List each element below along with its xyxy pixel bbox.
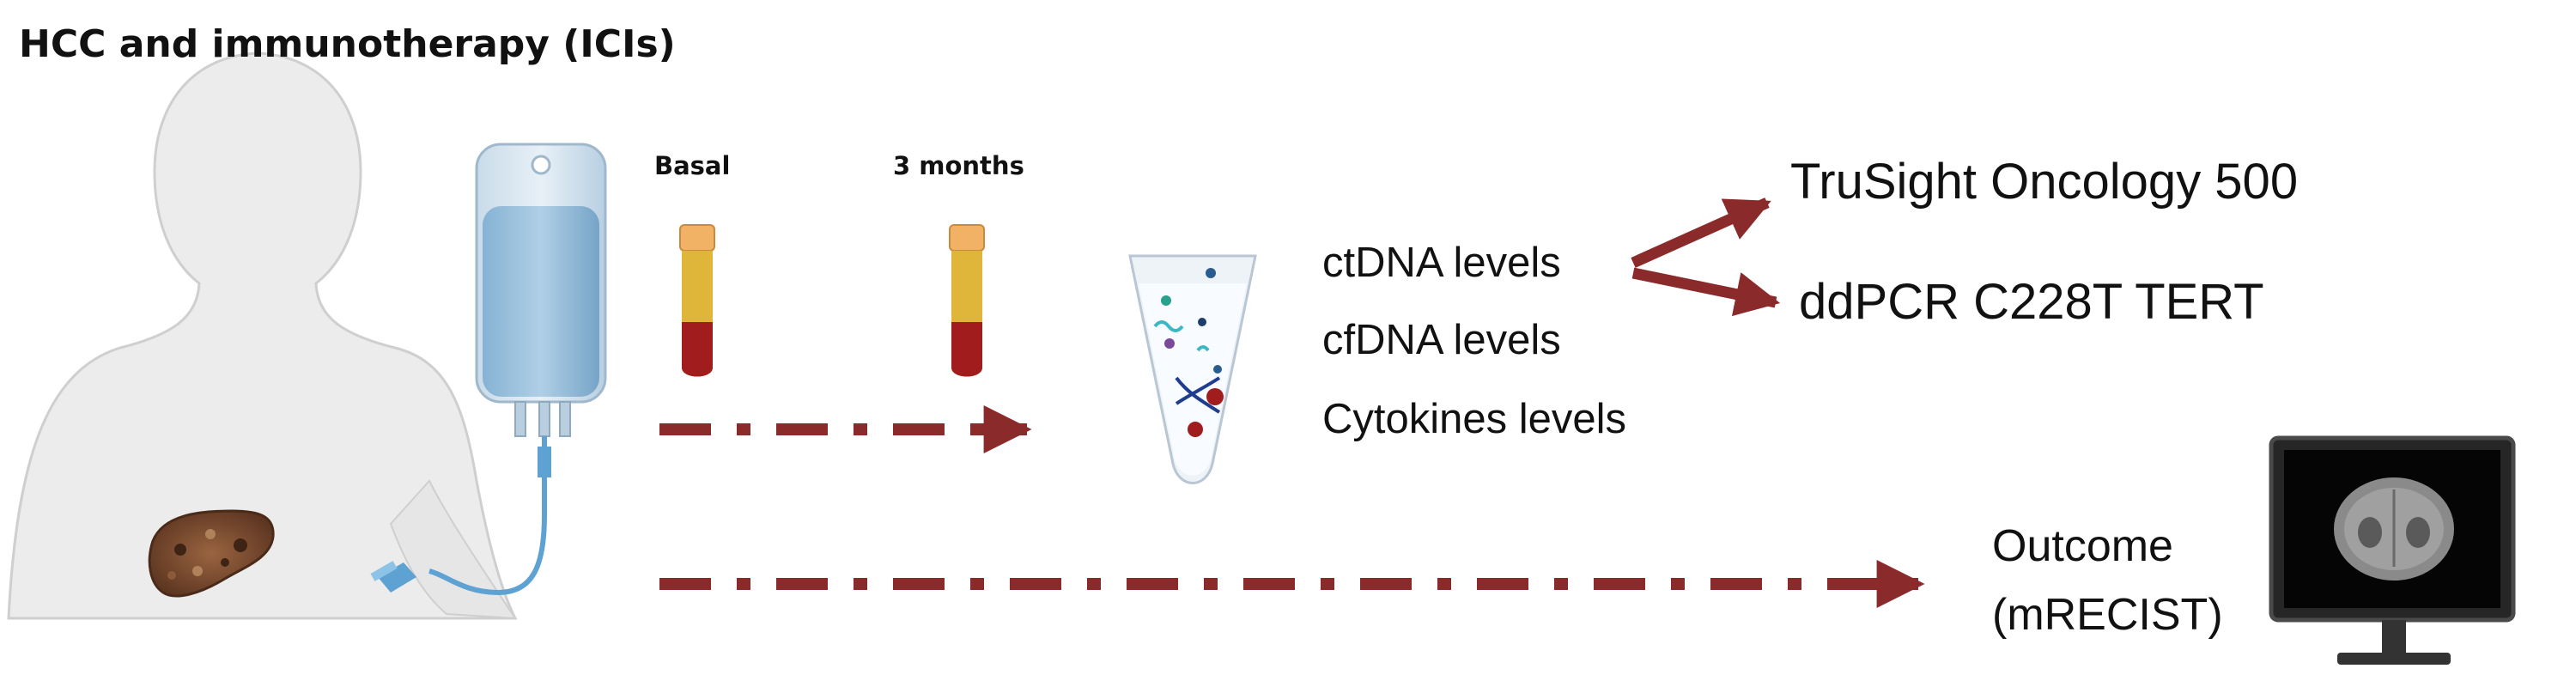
blood-tube-icon [679, 224, 715, 377]
diagram-title: HCC and immunotherapy (ICIs) [19, 22, 676, 66]
iv-bag-icon [370, 143, 607, 596]
microtube-icon [1128, 254, 1257, 484]
blood-tube-icon [949, 224, 985, 377]
timepoint-label-3-months: 3 months [893, 151, 1024, 180]
outcome-label: Outcome [1992, 521, 2173, 571]
timepoint-label-basal: Basal [654, 151, 731, 180]
measurement-cytokines: Cytokines levels [1322, 396, 1627, 442]
liver-icon [148, 509, 275, 598]
patient-figure [7, 52, 518, 620]
measurement-ctdna: ctDNA levels [1322, 240, 1561, 286]
assay-ddpcr: ddPCR C228T TERT [1799, 274, 2264, 330]
arrow-to-trusight [1631, 198, 1771, 268]
monitor-icon [2269, 435, 2516, 665]
arrow-to-ddpcr [1631, 267, 1781, 317]
outcome-criteria: (mRECIST) [1992, 590, 2223, 640]
assay-trusight: TruSight Oncology 500 [1790, 154, 2299, 210]
measurement-cfdna: cfDNA levels [1322, 317, 1561, 363]
